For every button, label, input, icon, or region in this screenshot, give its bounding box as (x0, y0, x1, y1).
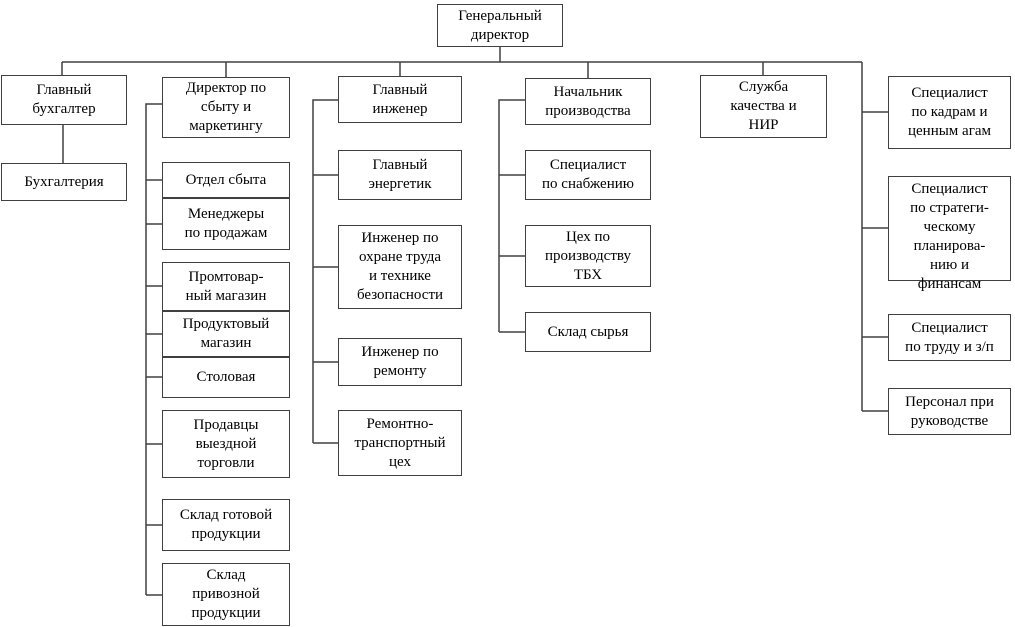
org-node-finished-goods-warehouse: Склад готовой продукции (162, 499, 290, 551)
org-node-general-director: Генеральный директор (437, 4, 563, 47)
org-node-traveling-trade-sellers: Продавцы выездной торговли (162, 410, 290, 478)
bus-lines (61, 47, 863, 411)
org-node-quality-rnd-service: Служба качества и НИР (700, 75, 827, 138)
engineer-trunk (312, 99, 338, 444)
org-node-accounting: Бухгалтерия (1, 163, 127, 201)
org-node-chief-power-engineer: Главный энергетик (338, 150, 462, 200)
org-node-sales-dept: Отдел сбыта (162, 162, 290, 198)
org-node-repair-engineer: Инженер по ремонту (338, 338, 462, 386)
org-node-sales-managers: Менеджеры по продажам (162, 198, 290, 250)
org-node-canteen: Столовая (162, 357, 290, 398)
org-node-chief-accountant: Главный бухгалтер (1, 75, 127, 125)
org-node-sales-marketing-director: Директор по сбыту и маркетингу (162, 77, 290, 138)
production-trunk (498, 99, 525, 333)
org-node-imported-goods-warehouse: Склад привозной продукции (162, 563, 290, 626)
org-node-supply-specialist: Специалист по снабжению (525, 150, 651, 200)
right-trunk-stubs (862, 111, 888, 412)
org-node-hr-securities-specialist: Специалист по кадрам и ценным агам (888, 76, 1011, 149)
org-node-repair-transport-shop: Ремонтно- транспортный цех (338, 410, 462, 476)
org-node-management-staff: Персонал при руководстве (888, 388, 1011, 435)
org-node-labor-wage-specialist: Специалист по труду и з/п (888, 314, 1011, 361)
org-node-raw-materials-warehouse: Склад сырья (525, 312, 651, 352)
org-node-strategic-planning-specialist: Специалист по стратеги- ческому планиров… (888, 176, 1011, 292)
sales-trunk (145, 103, 162, 596)
org-node-grocery-store: Продуктовый магазин (162, 311, 290, 357)
org-node-production-chief: Начальник производства (525, 78, 651, 125)
org-node-labor-safety-engineer: Инженер по охране труда и технике безопа… (338, 225, 462, 309)
org-node-chief-engineer: Главный инженер (338, 76, 462, 123)
org-node-industrial-goods-store: Промтовар- ный магазин (162, 262, 290, 311)
org-node-tbh-shop: Цех по производству ТБХ (525, 225, 651, 287)
